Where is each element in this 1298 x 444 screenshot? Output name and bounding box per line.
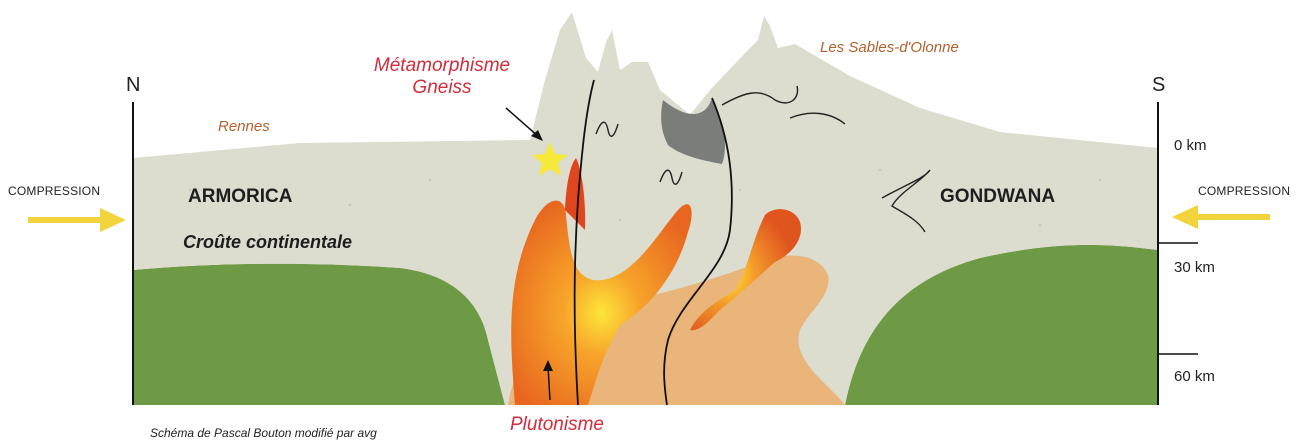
plutonism-label: Plutonisme <box>497 414 617 436</box>
compression-left-label: COMPRESSION <box>8 184 100 198</box>
credit-label: Schéma de Pascal Bouton modifié par avg <box>150 426 377 440</box>
depth-60-label: 60 km <box>1174 368 1215 385</box>
compression-arrow-right-icon <box>1172 205 1270 229</box>
crust-label: Croûte continentale <box>183 232 352 253</box>
north-label: N <box>126 74 140 97</box>
sables-label: Les Sables-d'Olonne <box>820 39 959 56</box>
metamorphism-label: Métamorphisme Gneiss <box>347 55 537 99</box>
south-label: S <box>1152 74 1165 97</box>
metamorphism-line2: Gneiss <box>347 77 537 99</box>
compression-arrow-left-icon <box>28 208 126 232</box>
compression-right-label: COMPRESSION <box>1198 184 1290 198</box>
depth-0-label: 0 km <box>1174 137 1207 154</box>
rennes-label: Rennes <box>218 118 270 135</box>
mantle-left <box>133 264 505 405</box>
gondwana-label: GONDWANA <box>940 186 1055 208</box>
armorica-label: ARMORICA <box>188 186 293 208</box>
metamorphism-line1: Métamorphisme <box>347 55 537 77</box>
depth-30-label: 30 km <box>1174 259 1215 276</box>
